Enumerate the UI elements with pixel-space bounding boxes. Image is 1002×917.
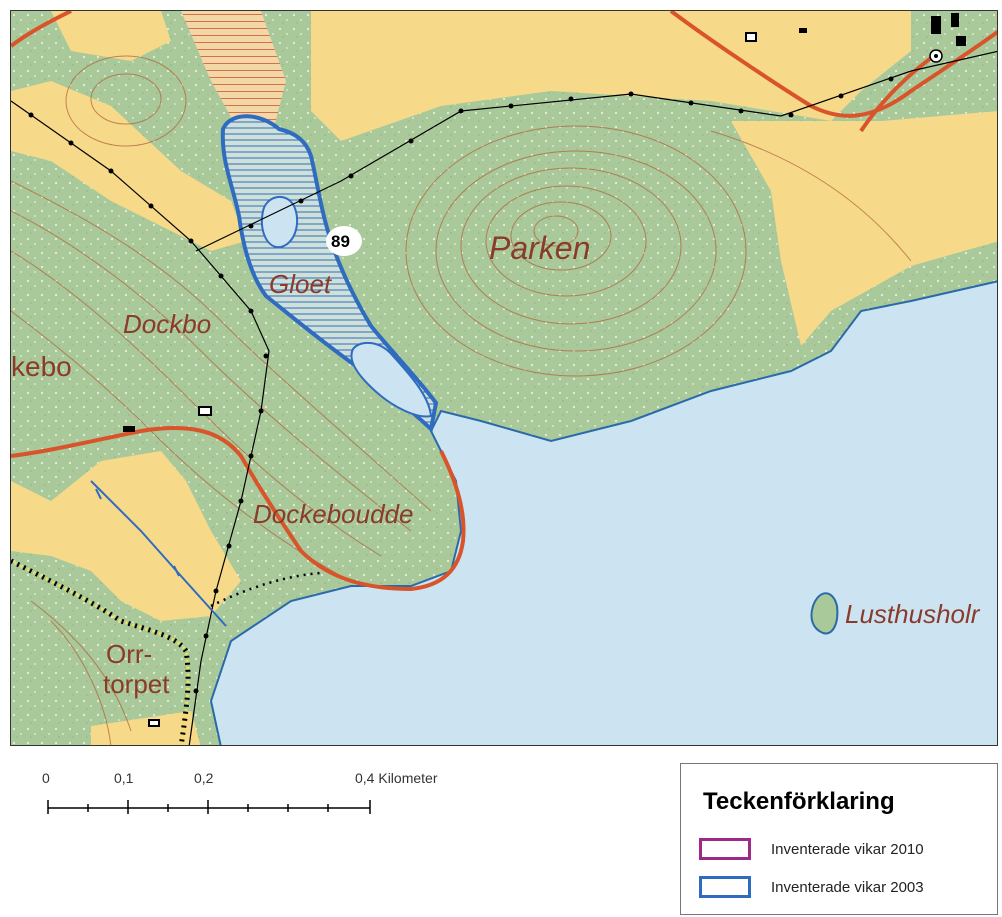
field-area-northwest: [11, 81, 246, 251]
site-number-badge[interactable]: 89: [326, 226, 362, 256]
scale-label-0: 0: [42, 770, 50, 786]
landmark-symbol: [929, 49, 943, 63]
place-label-orrtorpet-line2: torpet: [103, 669, 170, 699]
site-number-text: 89: [331, 232, 350, 251]
building-outlines: [148, 32, 757, 727]
power-line-poles: [28, 76, 894, 694]
trail-dotted: [11, 558, 191, 745]
map-legend: Teckenförklaring Inventerade vikar 2010 …: [680, 763, 998, 915]
place-label-gloet: Gloet: [269, 269, 333, 299]
place-label-kebo: kebo: [11, 351, 72, 382]
legend-label-2003: Inventerade vikar 2003: [771, 879, 924, 896]
field-area-east: [731, 111, 997, 346]
legend-swatch-2010: [699, 838, 751, 860]
field-area-bottom: [91, 711, 201, 745]
hatched-area-orange: [181, 11, 286, 131]
field-area-topleft: [51, 11, 171, 61]
legend-swatch-2003: [699, 876, 751, 898]
place-label-orrtorpet-line1: Orr-: [106, 639, 152, 669]
place-label-lusthusholm: Lusthusholr: [845, 599, 981, 629]
place-label-parken: Parken: [489, 230, 590, 266]
map-view[interactable]: Parken Gloet Dockbo kebo Dockeboudde Lus…: [10, 10, 998, 746]
map-canvas[interactable]: Parken Gloet Dockbo kebo Dockeboudde Lus…: [11, 11, 998, 746]
legend-title: Teckenförklaring: [703, 788, 895, 815]
trail-dotted-yellow: [11, 559, 190, 745]
scale-label-0-4: 0,4 Kilometer: [355, 770, 438, 786]
buildings: [123, 13, 966, 432]
pond-north: [261, 196, 299, 249]
scale-bar: 0 0,1 0,2 0,4 Kilometer: [30, 770, 490, 830]
field-area-north: [311, 11, 911, 141]
island-lusthusholm: [810, 592, 839, 635]
pond-south: [350, 341, 433, 418]
legend-label-2010: Inventerade vikar 2010: [771, 841, 924, 858]
place-label-dockbo: Dockbo: [123, 309, 211, 339]
scale-label-0-2: 0,2: [194, 770, 214, 786]
place-label-dockeboudde: Dockeboudde: [253, 499, 413, 529]
scale-label-0-1: 0,1: [114, 770, 134, 786]
stream-arrow: [95, 488, 180, 577]
stream: [90, 480, 227, 627]
scale-bar-graphic: [47, 800, 371, 814]
